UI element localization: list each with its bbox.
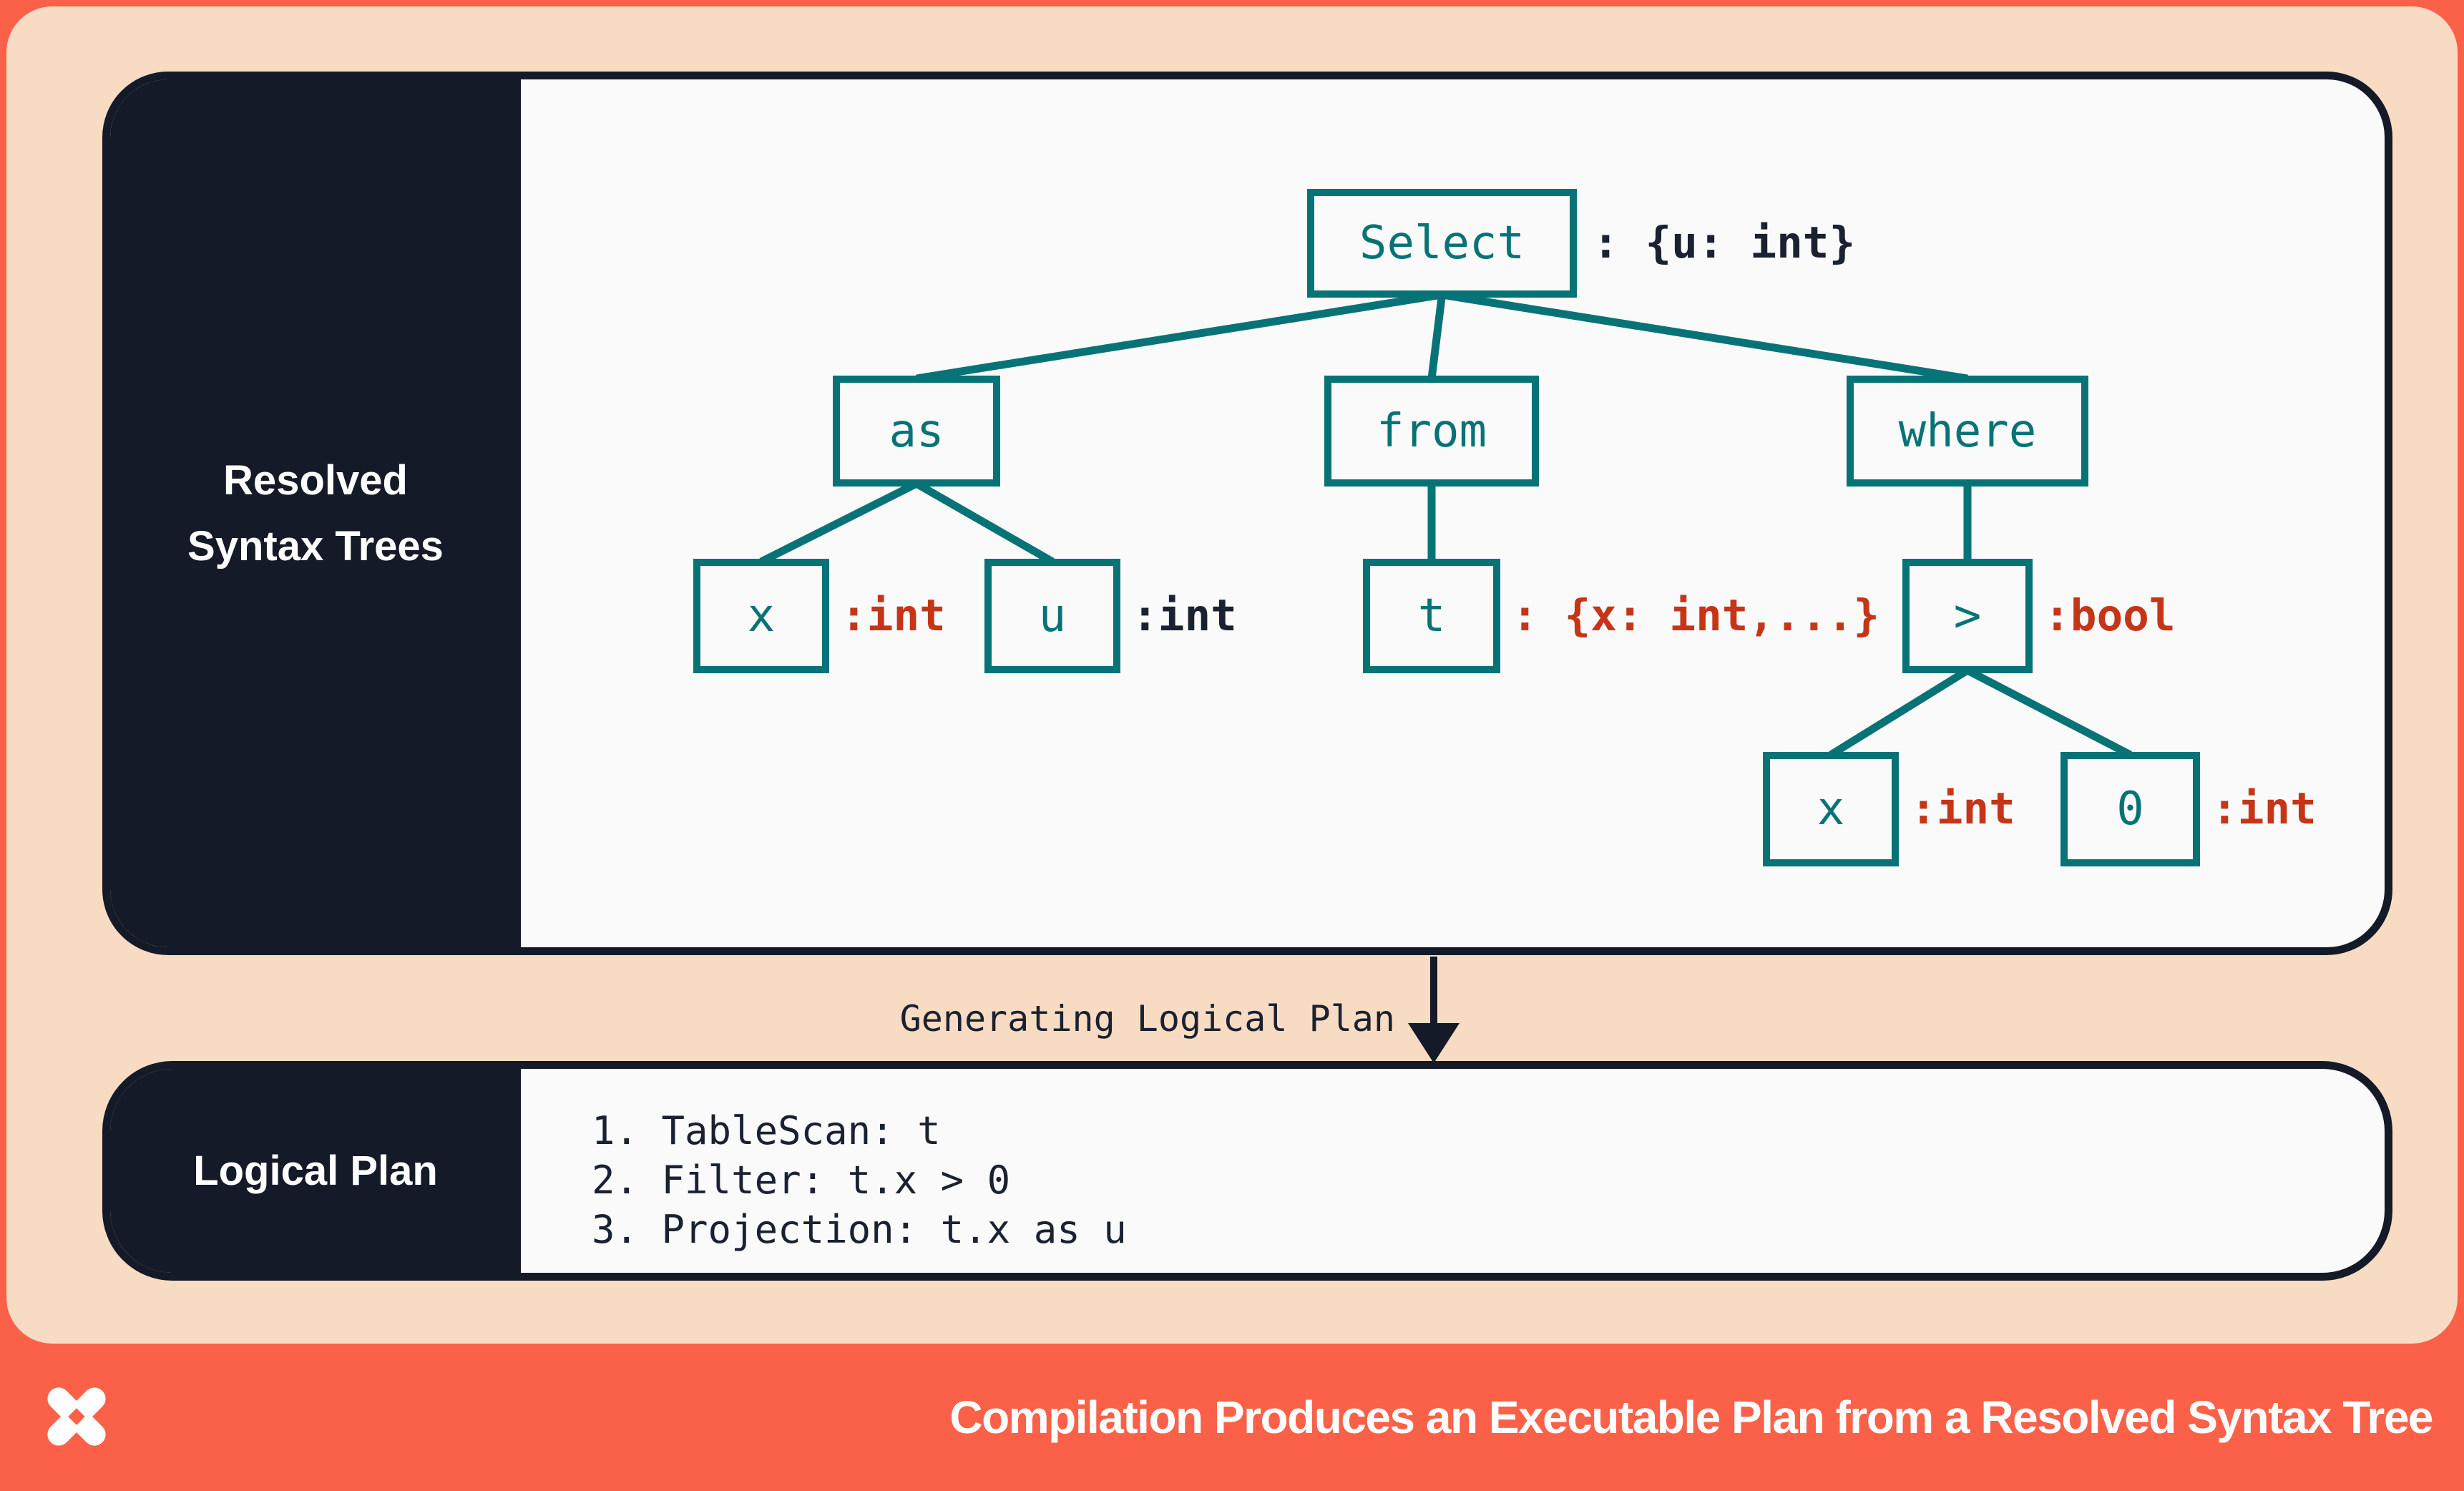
footer-title: Compilation Produces an Executable Plan …: [949, 1392, 2433, 1443]
tree-node-gt: >: [1902, 559, 2033, 673]
tree-node-zero: 0: [2060, 752, 2200, 866]
tree-node-u: u: [984, 559, 1120, 673]
sidebar-label-line1: Resolved: [223, 456, 408, 504]
tree-annotation-zero: :int: [2211, 783, 2317, 834]
tree-edge-as-x1: [759, 480, 919, 565]
tree-edge-select-as: [916, 290, 1443, 383]
tree-node-t: t: [1363, 559, 1500, 673]
tree-edge-gt-x2: [1829, 667, 1970, 758]
tree-edge-select-where: [1441, 290, 1968, 383]
tree-edge-gt-zero: [1965, 667, 2133, 758]
tree-node-x1: x: [693, 559, 829, 673]
tree-annotation-u: :int: [1132, 590, 1237, 641]
logical-plan-sidebar: Logical Plan: [110, 1069, 521, 1273]
plan-step: 1. TableScan: t: [592, 1108, 941, 1153]
pinwheel-x-logo-icon: [47, 1387, 106, 1446]
down-arrow-shaft: [1430, 957, 1437, 1030]
down-arrow-head-icon: [1408, 1023, 1460, 1063]
plan-step: 3. Projection: t.x as u: [592, 1207, 1127, 1252]
tree-annotation-x2: :int: [1910, 783, 2015, 834]
tree-node-as: as: [833, 376, 1000, 487]
sidebar-label: Logical Plan: [193, 1147, 438, 1194]
tree-edge-select-from: [1427, 294, 1446, 379]
tree-edges: [759, 290, 2133, 758]
plan-step: 2. Filter: t.x > 0: [592, 1158, 1011, 1203]
tree-node-x2: x: [1763, 752, 1899, 866]
footer-bar: Compilation Produces an Executable Plan …: [0, 1344, 2464, 1491]
tree-edge-as-u: [914, 480, 1055, 565]
tree-node-where: where: [1847, 376, 2088, 487]
sidebar-label-line2: Syntax Trees: [187, 522, 444, 569]
tree-node-from: from: [1324, 376, 1539, 487]
tree-annotation-gt: :bool: [2044, 590, 2176, 641]
tree-annotation-select: : {u: int}: [1593, 217, 1856, 268]
resolved-syntax-trees-sidebar: Resolved Syntax Trees: [110, 79, 521, 947]
tree-annotation-t: : {x: int,...}: [1512, 590, 1880, 641]
tree-annotation-x1: :int: [841, 590, 946, 641]
transition-label: Generating Logical Plan: [899, 998, 1395, 1040]
tree-node-select: Select: [1307, 189, 1577, 298]
